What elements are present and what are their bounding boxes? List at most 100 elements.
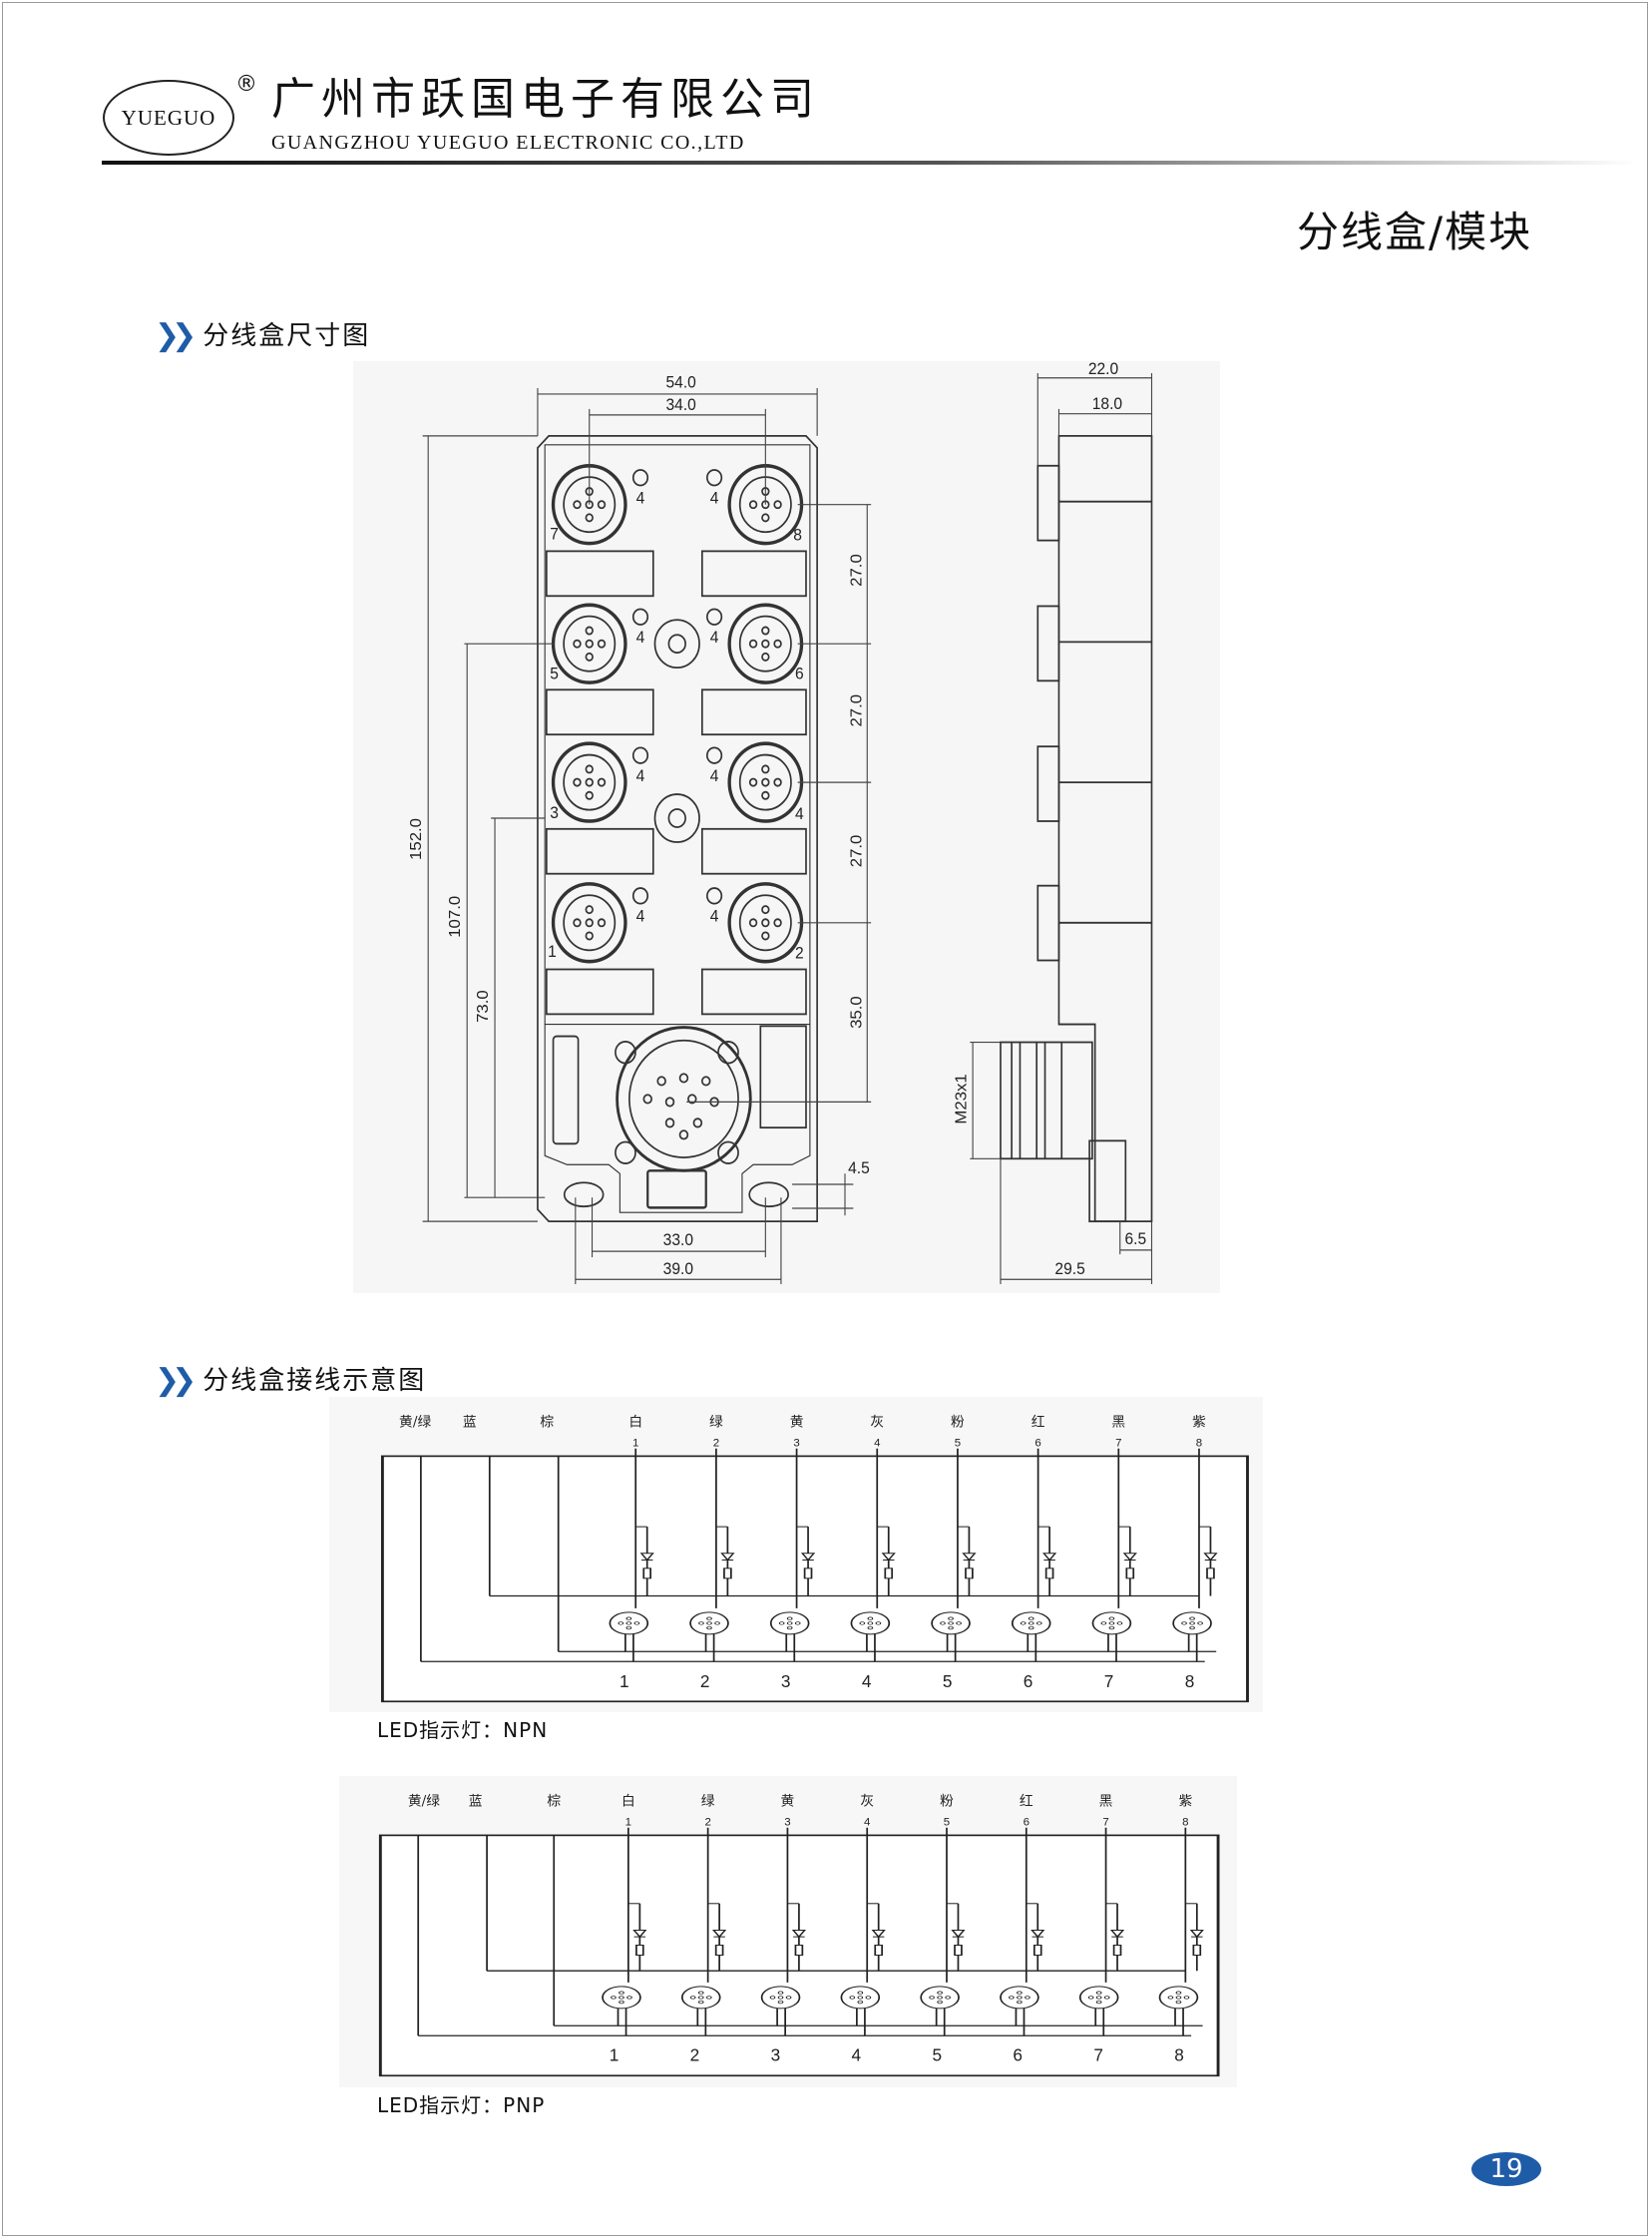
port-number: 4 <box>862 1671 872 1691</box>
port-number: 5 <box>943 1671 953 1691</box>
section-title: 分线盒尺寸图 <box>203 321 371 351</box>
pin <box>1095 2000 1102 2005</box>
port-number: 4 <box>795 805 804 824</box>
pin <box>786 1621 793 1625</box>
m23-pin <box>664 1097 675 1108</box>
section-heading-dimensions: ❯❯ 分线盒尺寸图 <box>155 321 370 351</box>
pin <box>777 1996 784 2000</box>
port-pin <box>585 790 594 800</box>
led-diode-icon <box>1122 1553 1137 1562</box>
channel-number: 4 <box>864 1816 871 1828</box>
section-title: 分线盒接线示意图 <box>203 1366 427 1396</box>
m12-port <box>551 741 627 823</box>
header-divider <box>102 161 1638 165</box>
port-pin <box>761 639 770 649</box>
pin <box>948 1616 954 1620</box>
port-pin <box>573 639 582 649</box>
channel-color-label: 绿 <box>701 1793 715 1809</box>
pin <box>937 1991 943 1995</box>
supply-label: 黄/绿 <box>408 1793 440 1809</box>
led-diode-icon <box>1041 1553 1057 1562</box>
port-pin <box>585 905 594 915</box>
pin <box>1167 1996 1174 2000</box>
pin <box>867 1621 874 1625</box>
port-number: 7 <box>1104 1671 1114 1691</box>
channel-number: 3 <box>793 1437 799 1449</box>
port-pin <box>773 777 782 787</box>
pin <box>948 1625 954 1630</box>
connector-pinout-icon <box>1000 1986 1039 2010</box>
pin <box>1017 1991 1023 1995</box>
led-label: 4 <box>710 766 719 785</box>
pin <box>1183 1996 1190 2000</box>
channel-color-label: 白 <box>621 1793 635 1809</box>
pin <box>1189 1625 1195 1630</box>
m23-pin <box>692 1118 703 1128</box>
channel-color-label: 黄 <box>790 1414 804 1430</box>
channel-number: 5 <box>955 1437 961 1449</box>
dim-pitch-1: 27.0 <box>848 554 865 587</box>
pin <box>865 1996 872 2000</box>
port-number: 5 <box>550 665 559 683</box>
pin <box>1175 1991 1182 1995</box>
label-window <box>700 968 807 1016</box>
channel-number: 7 <box>1115 1437 1121 1449</box>
port-pin <box>761 513 770 523</box>
resistor-icon <box>642 1568 652 1579</box>
pin <box>625 1625 632 1630</box>
pin <box>1108 1616 1115 1620</box>
pin <box>1197 1621 1203 1625</box>
port-pin <box>748 500 758 510</box>
pin <box>625 1621 632 1625</box>
pin <box>948 1621 954 1625</box>
dim-side-connector-depth: 29.5 <box>1054 1259 1084 1278</box>
pin <box>929 1996 935 2000</box>
diagram-content: 黄/绿蓝棕白11绿22黄33灰44粉55红66黑77紫88 <box>378 1793 1220 2077</box>
led-label: 4 <box>636 489 645 508</box>
port-number: 2 <box>690 2044 700 2064</box>
pin <box>1025 1996 1031 2000</box>
page-number-badge: 19 <box>1471 2152 1541 2186</box>
led-diode-icon <box>800 1553 816 1562</box>
port-pin <box>761 777 770 787</box>
channel-color-label: 绿 <box>709 1414 723 1430</box>
port-number: 5 <box>932 2044 942 2064</box>
label-window <box>546 688 654 736</box>
channel-color-label: 红 <box>1032 1414 1045 1430</box>
resistor-icon <box>1112 1944 1122 1957</box>
channel-number: 7 <box>1102 1816 1108 1828</box>
resistor-icon <box>1206 1568 1215 1579</box>
channel-number: 2 <box>704 1816 710 1828</box>
connector-pinout-icon <box>1078 1986 1119 2010</box>
pin <box>1028 1621 1034 1625</box>
led-diode-icon <box>791 1929 807 1939</box>
connector-pinout-icon <box>760 1986 801 2010</box>
led-diode-icon <box>632 1929 647 1939</box>
port-pin <box>585 777 594 787</box>
screw-icon <box>615 1140 636 1164</box>
dim-side-depth: 22.0 <box>1088 361 1118 378</box>
led-diode-icon <box>1203 1553 1218 1562</box>
port-number: 6 <box>1013 2044 1023 2064</box>
dim-pitch-3: 27.0 <box>848 835 865 868</box>
port-pin <box>573 918 582 928</box>
company-name-en: GUANGZHOU YUEGUO ELECTRONIC CO.,LTD <box>271 132 745 154</box>
connector-pinout-icon <box>602 1986 641 2010</box>
port-pin <box>761 918 770 928</box>
pin <box>786 1625 793 1630</box>
pin <box>706 1616 712 1620</box>
port-pin <box>585 652 594 662</box>
m23-connector-inner <box>628 1039 739 1158</box>
led-indicator <box>631 608 649 626</box>
housing-foot <box>544 1024 811 1213</box>
pin <box>619 1996 624 2000</box>
mounting-boss <box>653 619 700 670</box>
wiring-caption-npn: LED指示灯：NPN <box>377 1718 549 1742</box>
pin <box>1017 1996 1023 2000</box>
led-label: 4 <box>710 907 719 926</box>
wiring-diagram-npn: 黄/绿蓝棕白11绿22黄33灰44粉55红66黑77紫88 <box>329 1397 1263 1712</box>
dim-holes-inner: 33.0 <box>663 1231 693 1250</box>
registered-mark: ® <box>235 72 257 97</box>
page-title: 分线盒/模块 <box>1297 208 1533 256</box>
logo-text: YUEGUO <box>121 105 216 130</box>
